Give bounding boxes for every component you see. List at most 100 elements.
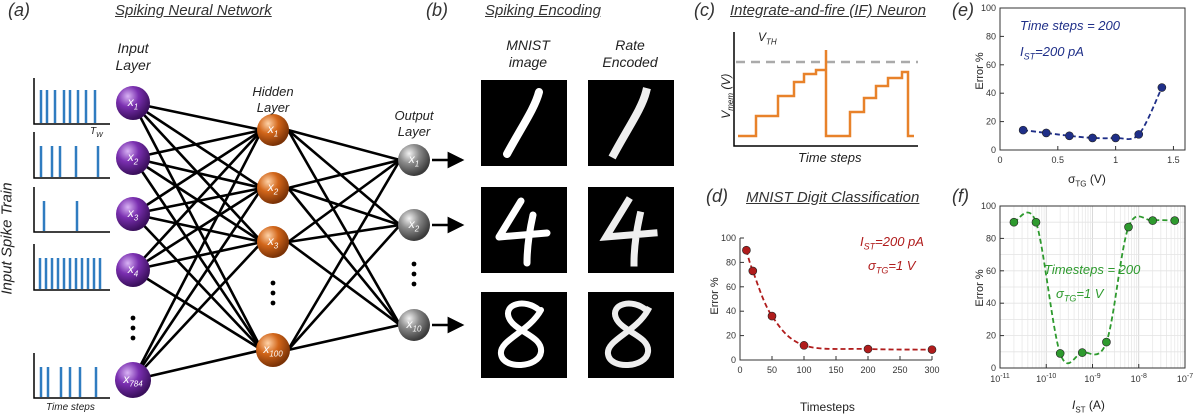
data-point [1102,337,1111,347]
panel-c-letter: (c) [694,0,715,20]
y-tick-label: 20 [726,331,736,341]
x-tick-label: 10-11 [990,373,1010,384]
time-steps-label: Time steps [46,402,95,413]
x-tick-label: 150 [828,365,843,375]
panel-b-title: Spiking Encoding [485,2,601,19]
if-axes [733,32,918,147]
connections-input-hidden [131,101,264,382]
chart-d-ylabel: Error % [709,277,721,315]
axis-lines [739,238,932,361]
hidden-neuron-2-label: x2 [267,180,279,197]
chart-e-xlabel: σTG (V) [1068,172,1106,189]
x-tick-label: 0 [997,155,1002,165]
plot-frame [999,7,1186,151]
data-point [1009,217,1019,227]
output-neuron-10 [398,309,430,341]
encoded-digit-4 [588,187,674,273]
chart-e-ylabel: Error % [974,52,986,90]
y-tick-label: 20 [986,117,996,127]
chart-f-ylabel: Error % [974,269,986,307]
data-point [1148,216,1157,225]
x-tick-label: 1 [1113,155,1118,165]
vmem-axis-label: Vmem (V) [718,73,736,119]
x-tick-label: 100 [796,365,811,375]
chart-d-xlabel: Timesteps [800,400,855,414]
output-neuron-2-label: x2 [408,217,420,234]
spike-train-1 [33,78,110,125]
spike-train-2 [33,132,110,179]
hidden-neuron-1-label: x1 [267,122,279,139]
output-neuron-10-label: x10 [406,317,422,334]
panel-e-letter: (e) [952,0,974,20]
panel-c-title: Integrate-and-fire (IF) Neuron [730,2,926,19]
data-point [767,311,777,321]
hidden-neuron-100 [256,333,290,367]
x-tick-label: 0.5 [1052,155,1065,165]
membrane-trace [738,50,914,138]
data-point [1077,348,1087,357]
y-tick-label: 0 [991,363,996,373]
x-tick-label: 10-8 [1131,373,1147,384]
data-point [799,341,809,350]
y-tick-label: 80 [986,233,996,243]
data-point [1170,216,1180,225]
y-tick-label: 60 [986,266,996,276]
x-tick-label: 250 [892,365,907,375]
data-point [1041,128,1051,138]
panel-d-letter: (d) [706,186,728,206]
data-point [1134,130,1144,139]
panel-a-title: Spiking Neural Network [115,2,272,19]
y-tick-label: 100 [981,201,996,211]
output-neuron-2 [398,209,430,241]
data-point [1065,131,1074,141]
input-neuron-3-label: x3 [127,206,139,223]
hidden-neuron-3-label: x3 [267,234,279,251]
data-point [1111,133,1120,143]
spike-train-784 [33,353,110,399]
x-tick-label: 1.5 [1167,155,1180,165]
ellipsis-dots [130,261,417,341]
panel-a-letter: (a) [8,0,30,20]
tw-label: TW [90,126,103,139]
y-tick-label: 100 [981,3,996,13]
chart-e-annotation-1: Time steps = 200 [1020,18,1120,33]
input-neuron-2 [116,141,150,175]
data-point [742,245,751,255]
chart-f-annotation-1: Timesteps = 200 [1044,262,1141,277]
data-point [1124,222,1133,232]
y-tick-label: 20 [986,331,996,341]
encoded-digit-8 [588,292,674,378]
data-point [1031,217,1041,227]
output-neuron-1 [398,144,430,176]
panel-f-letter: (f) [952,186,969,206]
x-tick-label: 200 [860,365,875,375]
snn-diagram [33,78,465,399]
input-neuron-784-label: x784 [123,372,143,389]
chart-e-annotation-2: IST=200 pA [1020,44,1084,62]
x-tick-label: 10-10 [1036,373,1056,384]
time-steps-axis-label: Time steps [798,150,862,165]
input-neuron-1-label: x1 [127,95,139,112]
hidden-neuron-2 [257,172,289,204]
x-tick-label: 50 [767,365,777,375]
y-tick-label: 60 [726,282,736,292]
hidden-neuron-100-label: x100 [263,342,283,359]
series-line [1013,211,1175,365]
output-arrows [432,151,465,334]
hidden-neuron-3 [257,226,289,258]
mnist-digit-4 [481,187,567,273]
input-neuron-3 [116,197,150,231]
x-tick-label: 10-9 [1084,373,1100,384]
input-spike-train-label: Input Spike Train [0,182,16,295]
panel-d-title: MNIST Digit Classification [746,189,920,206]
input-neuron-4-label: x4 [127,262,139,279]
y-tick-label: 80 [986,31,996,41]
x-tick-label: 0 [737,365,742,375]
spike-train-3 [33,187,110,233]
y-tick-label: 40 [726,306,736,316]
